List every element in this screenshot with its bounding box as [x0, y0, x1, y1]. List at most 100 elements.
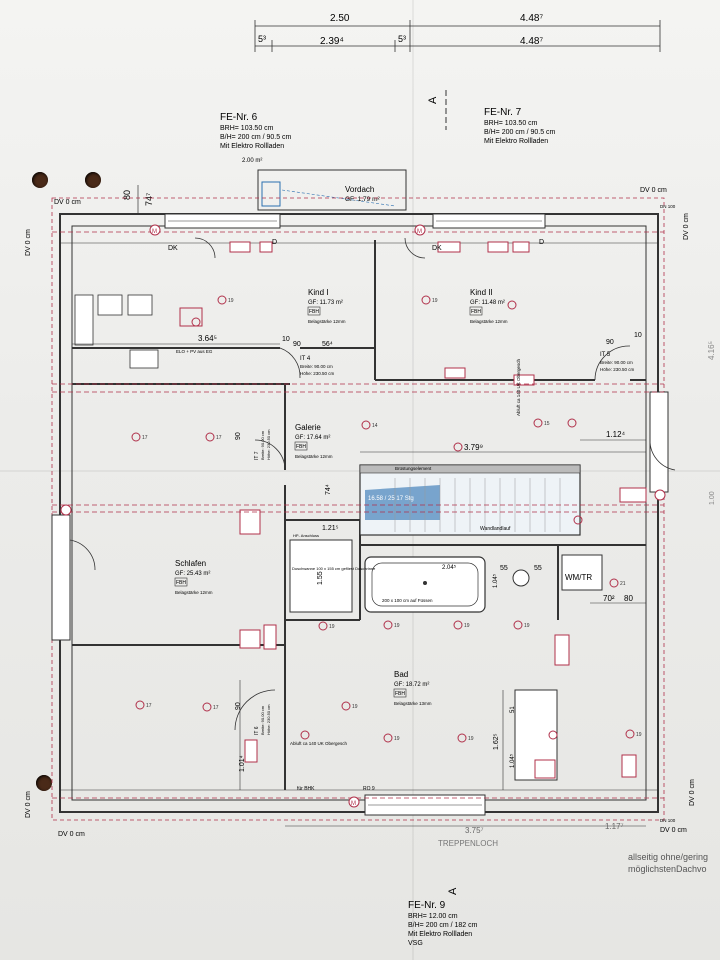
- dim-schlafen-door: 90: [235, 702, 242, 710]
- svg-text:19: 19: [394, 623, 400, 629]
- elo-label: ELO + PV aus EG: [176, 349, 213, 354]
- dim-tub-w: 2.04⁵: [442, 564, 457, 571]
- window-fe6-title: FE-Nr. 6: [220, 112, 258, 123]
- top-dimension-lines: [254, 20, 661, 52]
- shower-label: Duschwanne 100 x 155 cm gefliest Duschri…: [292, 566, 376, 571]
- window-right: [649, 391, 669, 493]
- room-galerie-floor: Belagstärke 12mm: [295, 454, 333, 459]
- bathtub-label: 200 x 100 cm auf Füssen: [382, 598, 433, 603]
- dim-stair-vert: 74⁴: [325, 484, 332, 495]
- circle-marker-numbers: 19 19 14 17 17 15 17 17 19 19 19 19 19 1…: [142, 298, 642, 742]
- stair-text: 16.58 / 25 17 Stg: [368, 496, 414, 502]
- motor-symbols: [60, 224, 666, 808]
- room-kind2-badge: FBH: [471, 309, 481, 315]
- svg-text:14: 14: [372, 423, 378, 429]
- door-it7-title: IT 7: [254, 451, 260, 460]
- door-it5-title: IT 5: [600, 352, 611, 358]
- room-kind1-area: GF: 11.73 m²: [308, 300, 343, 306]
- dim-schlafen-vert: 1.01⁴: [239, 755, 246, 772]
- motor-label-3: M: [351, 801, 356, 807]
- window-fe9-line4: VSG: [408, 940, 423, 947]
- room-kind2-floor: Belagstärke 12mm: [470, 319, 508, 324]
- dim-kind2-door-10: 10: [634, 332, 642, 339]
- svg-text:17: 17: [216, 435, 222, 441]
- room-galerie-badge: FBH: [296, 444, 306, 450]
- svg-text:19: 19: [228, 298, 234, 304]
- door-it6-line1: Breite: 90.00 cm: [260, 705, 265, 735]
- svg-text:19: 19: [524, 623, 530, 629]
- dv-left-side2: DV 0 cm: [25, 791, 32, 818]
- note-line-2: möglichstenDachvo: [628, 864, 707, 874]
- room-kind2-area: GF: 11.48 m²: [470, 300, 505, 306]
- kind1-storage: [74, 294, 94, 346]
- section-marker-top: A: [427, 96, 439, 104]
- vordach-slope: [281, 189, 396, 207]
- room-kind2-name: Kind II: [470, 288, 493, 297]
- room-bad-badge: FBH: [395, 691, 405, 697]
- window-d-2: D: [539, 239, 544, 246]
- room-kind1-badge: FBH: [309, 309, 319, 315]
- shower: [289, 539, 353, 613]
- punch-hole: [85, 172, 101, 188]
- dv-bottom-right: DV 0 cm: [660, 827, 687, 834]
- door-swings: [69, 237, 676, 731]
- window-fe7-title: FE-Nr. 7: [484, 107, 522, 118]
- svg-text:19: 19: [636, 732, 642, 738]
- window-fe9-line3: Mit Elektro Rollladen: [408, 931, 472, 938]
- svg-text:19: 19: [464, 623, 470, 629]
- dim-galerie-width: 3.79⁹: [464, 443, 483, 452]
- dv-top-left: DV 0 cm: [54, 199, 81, 206]
- outlet-boxes: [229, 241, 647, 778]
- svg-text:15: 15: [544, 421, 550, 427]
- window-fe7-line2: B/H= 200 cm / 90.5 cm: [484, 129, 556, 136]
- vordach-window: [261, 181, 281, 207]
- window-d-1: D: [272, 239, 277, 246]
- room-bad-name: Bad: [394, 670, 408, 679]
- door-it7-line2: Höhe: 230.50 cm: [266, 429, 271, 460]
- vordach-outline: [257, 169, 407, 211]
- window-fe7-line3: Mit Elektro Rollladen: [484, 138, 548, 145]
- window-dk-1: DK: [168, 245, 178, 252]
- room-schlafen-floor: Belagstärke 12mm: [175, 590, 213, 595]
- dim-kind1-width: 3.64⁵: [198, 334, 217, 343]
- vanity-cabinet: [514, 689, 558, 781]
- room-bad-floor: Belagstärke 13mm: [394, 701, 432, 706]
- roof-lines: [52, 231, 664, 799]
- dv-left-side: DV 0 cm: [25, 229, 32, 256]
- dv-right-side2: DV 0 cm: [689, 779, 696, 806]
- dim-top-row2-b: 2.39⁴: [320, 36, 344, 47]
- svg-text:17: 17: [142, 435, 148, 441]
- dim-right-lower-2: 80: [624, 594, 633, 603]
- dim-top-right: 4.48⁷: [520, 13, 543, 24]
- window-fe9-line1: BRH= 12.00 cm: [408, 913, 458, 920]
- door-it5-line2: Höhe: 230.50 cm: [600, 367, 635, 372]
- dv-top-right: DV 0 cm: [640, 187, 667, 194]
- circle-markers: [131, 295, 635, 743]
- dv-bottom-left: DV 0 cm: [58, 831, 85, 838]
- window-fe6-line3: Mit Elektro Rollladen: [220, 143, 284, 150]
- dim-tub-h: 1.04⁵: [492, 573, 499, 588]
- dim-right-small: 1.12⁴: [606, 430, 626, 439]
- stair-wendel: Wandlandlauf: [480, 526, 511, 532]
- room-bad-area: GF: 18.72 m²: [394, 682, 429, 688]
- svg-text:17: 17: [213, 705, 219, 711]
- dn-label-1: DN 100: [660, 204, 676, 209]
- dim-shower-h: 1.55: [317, 571, 324, 585]
- room-schlafen-name: Schlafen: [175, 559, 206, 568]
- dim-kind2-door-90: 90: [606, 339, 614, 346]
- stair-bruestung: Brüstungselement: [395, 466, 432, 471]
- door-it4-title: IT 4: [300, 356, 311, 362]
- svg-text:21: 21: [620, 581, 626, 587]
- dv-right-side: DV 0 cm: [683, 213, 690, 240]
- interior-dimension-lines: [72, 343, 646, 790]
- abluft-note-1: Abluft ca 140 UK Obergesch: [516, 358, 521, 416]
- window-left: [51, 514, 71, 641]
- motor-label-1: M: [152, 229, 157, 235]
- dim-left-747: 74⁷: [144, 193, 154, 206]
- room-schlafen-area: GF: 25.43 m²: [175, 571, 210, 577]
- dim-top-row2-c: 5³: [398, 34, 406, 44]
- elo-box: [129, 349, 159, 369]
- dim-left-80: 80: [122, 190, 132, 200]
